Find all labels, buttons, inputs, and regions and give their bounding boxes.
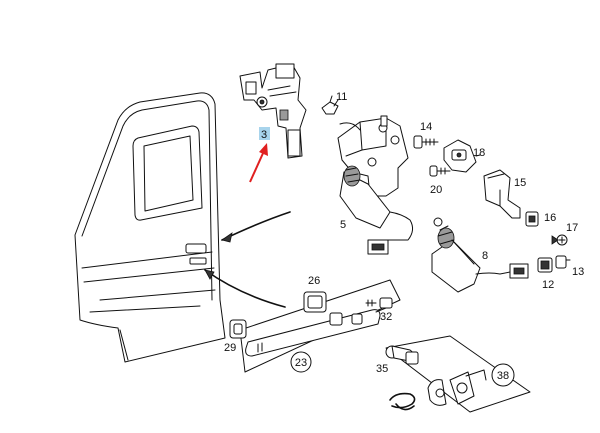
handle-part-23 [245, 307, 387, 357]
bracket-part-15 [483, 169, 521, 219]
screw-part-14 [413, 135, 439, 149]
seal-part-29 [229, 319, 247, 339]
callout-20: 20 [430, 184, 442, 196]
screw-part-17 [551, 234, 568, 246]
striker-part-18 [443, 139, 481, 173]
callout-3: 3 [261, 129, 267, 141]
retaining-ring [389, 392, 416, 411]
callout-17: 17 [566, 222, 578, 234]
callout-13: 13 [572, 266, 584, 278]
callout-38: 38 [497, 370, 509, 382]
lock-bracket-part-3 [239, 63, 307, 159]
actuator-part-8 [431, 217, 529, 293]
callout-11: 11 [336, 91, 347, 103]
cylinder-components [427, 369, 487, 406]
cylinder-part-35 [385, 345, 419, 365]
callout-26: 26 [308, 275, 320, 287]
callout-14: 14 [420, 121, 432, 133]
handle-assembly-frame [239, 279, 401, 373]
connector-part-13 [555, 255, 571, 269]
clip-part-16 [525, 211, 539, 227]
callout-29: 29 [224, 342, 236, 354]
bolt-part-32 [365, 297, 393, 309]
bezel-part-26 [303, 291, 327, 313]
callout-23: 23 [295, 357, 307, 369]
callout-12: 12 [542, 279, 554, 291]
callout-35: 35 [376, 363, 388, 375]
callout-32: 32 [380, 311, 392, 323]
connector-part-12 [537, 257, 553, 273]
highlighted-callout-3[interactable]: 3 [259, 127, 270, 141]
callout-5: 5 [340, 219, 346, 231]
callout-38-badge [491, 363, 515, 387]
callout-23-badge [290, 351, 312, 373]
callout-16: 16 [544, 212, 556, 224]
door-panel [74, 92, 226, 363]
screw-part-20 [429, 165, 451, 177]
callout-8: 8 [482, 250, 488, 262]
lock-mechanism-part-5 [337, 115, 414, 255]
callout-18: 18 [473, 147, 485, 159]
callout-3-highlight [259, 127, 270, 140]
pointer-arrow [249, 143, 268, 183]
callout-15: 15 [514, 177, 526, 189]
clip-part-11 [321, 95, 339, 115]
linkage-lines [204, 211, 291, 308]
